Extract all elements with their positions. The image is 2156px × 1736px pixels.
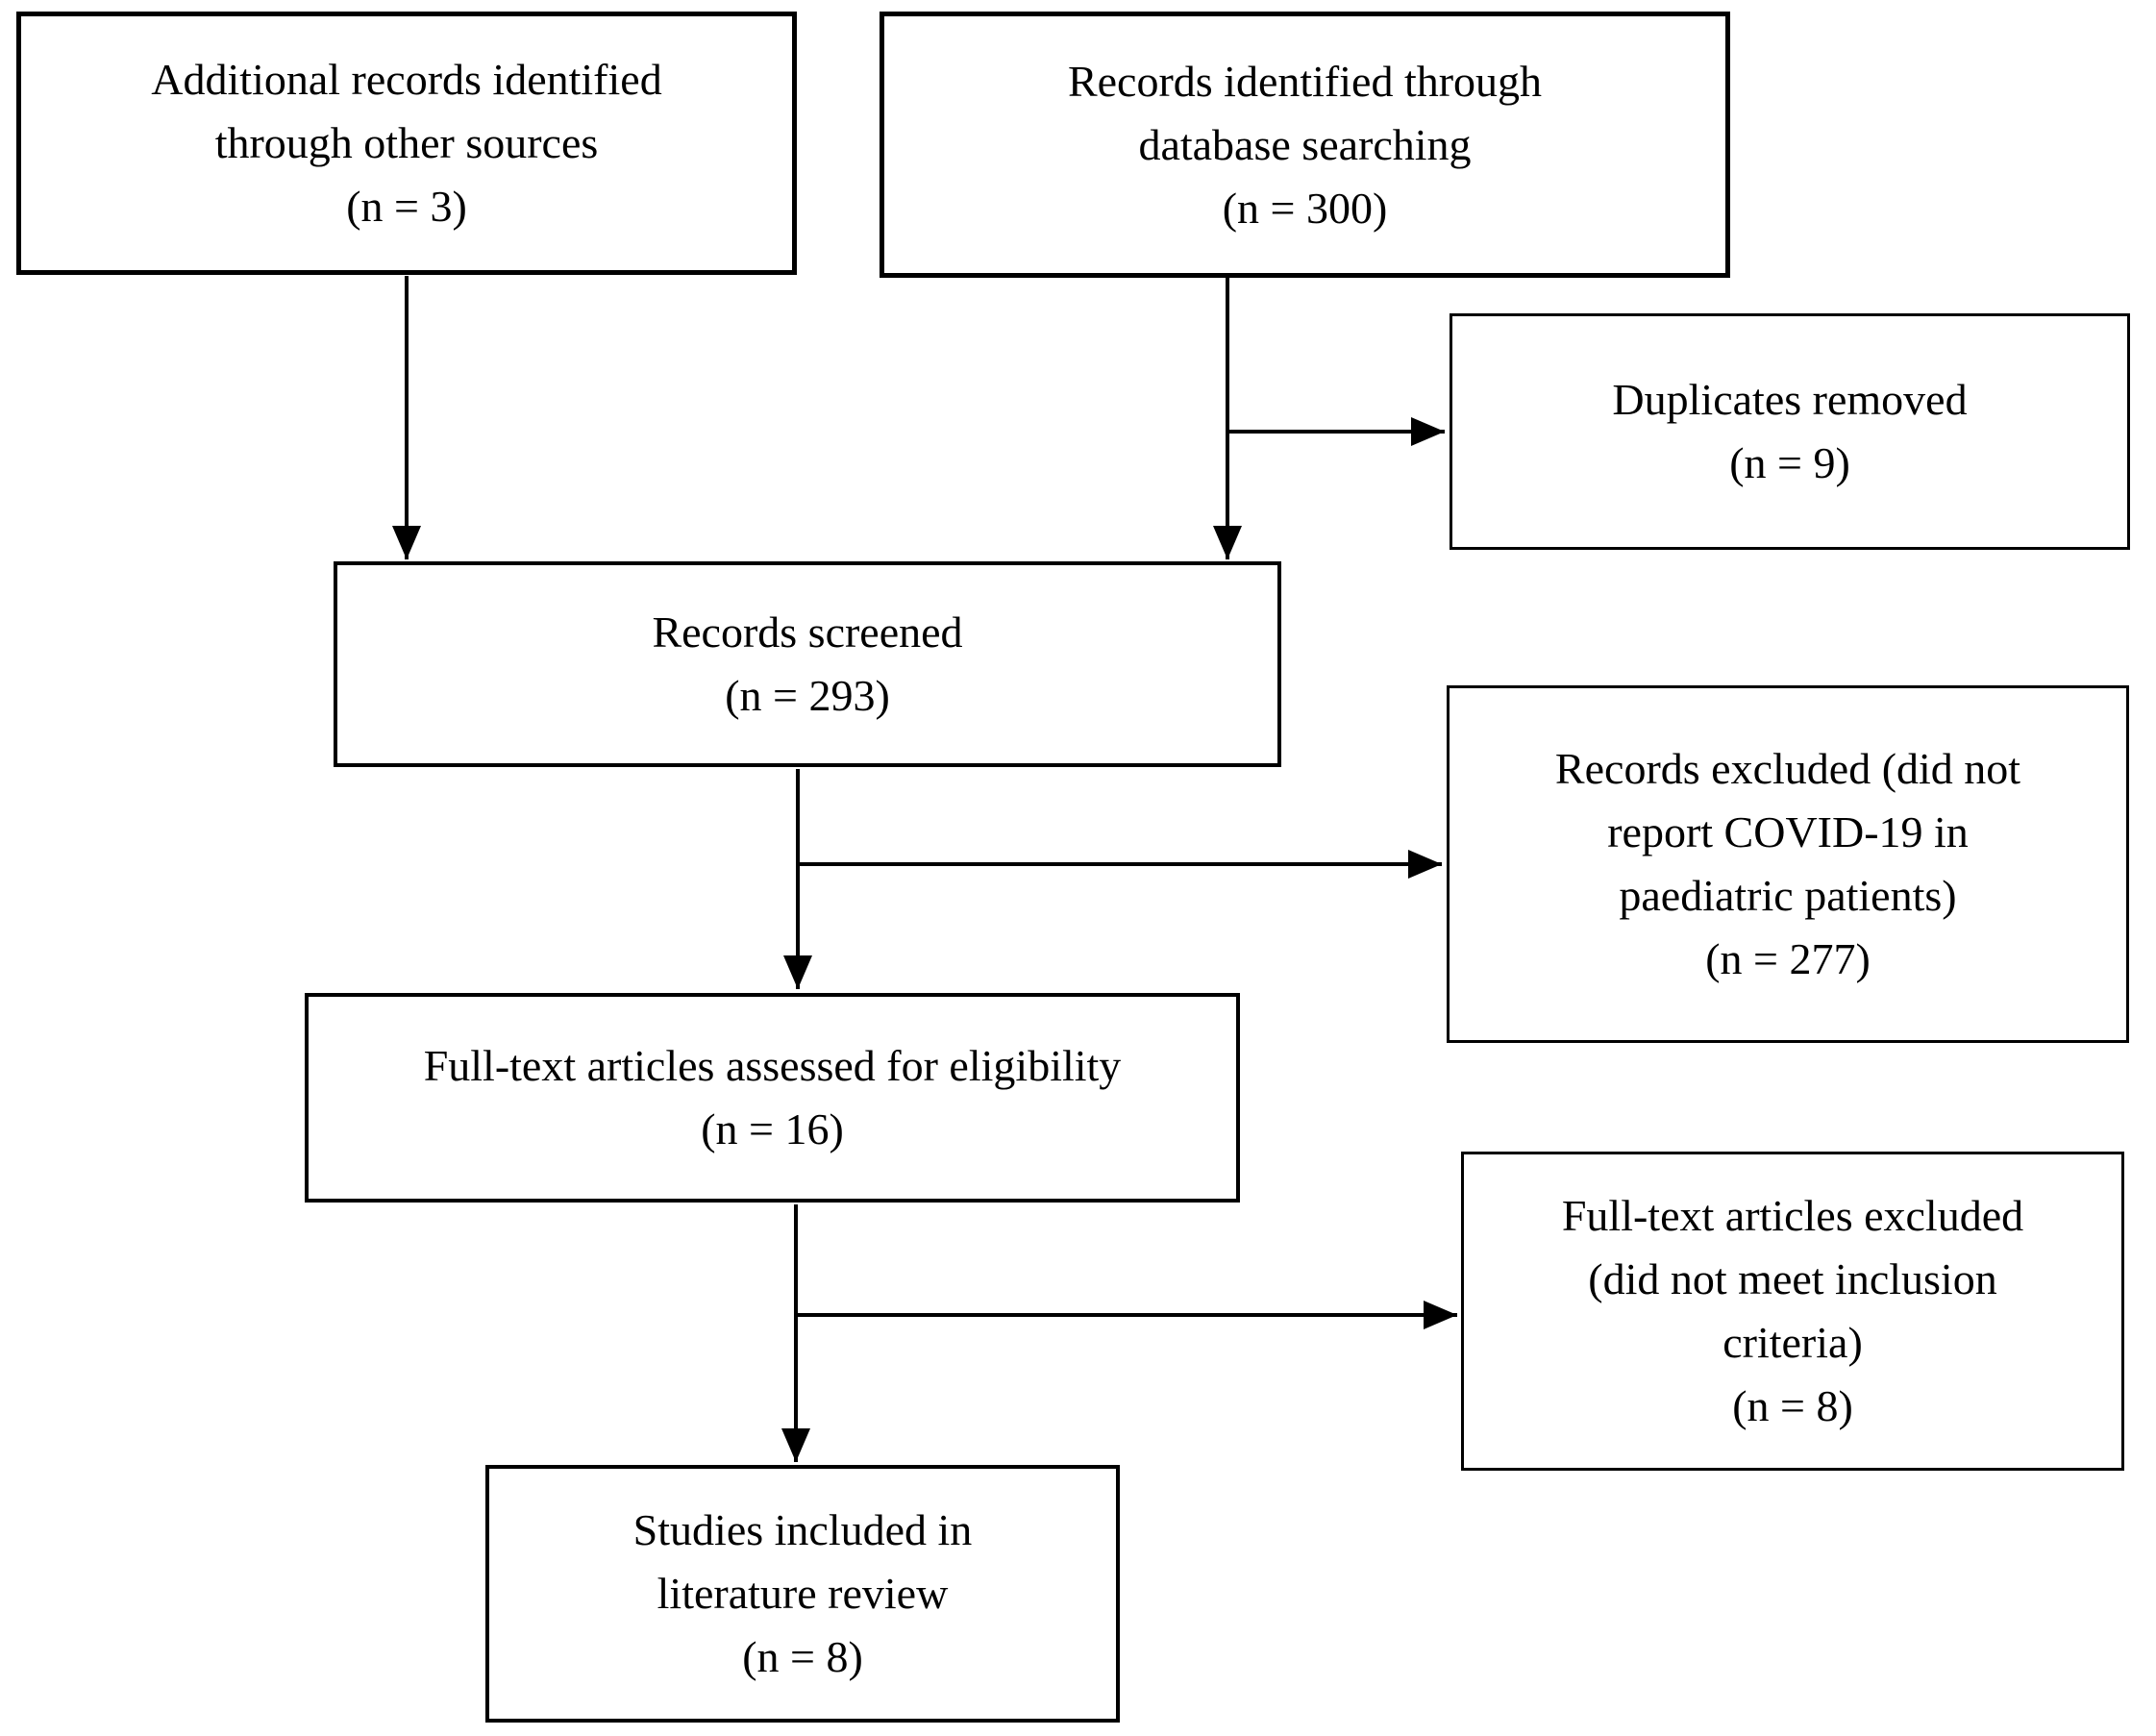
box-records-identified: Records identified through database sear… (880, 12, 1730, 278)
box-label-line: database searching (1138, 119, 1472, 169)
box-count-line: (n = 300) (1222, 183, 1388, 233)
box-label-line: Records screened (652, 608, 963, 657)
box-label-line: Full-text articles excluded (1561, 1191, 2024, 1240)
box-records-screened: Records screened (n = 293) (334, 561, 1281, 767)
box-label-line: criteria) (1722, 1318, 1863, 1367)
box-fulltext-assessed: Full-text articles assessed for eligibil… (305, 993, 1240, 1203)
box-label-line: Records identified through (1067, 56, 1543, 106)
box-label-line: Additional records identified (151, 55, 662, 104)
box-count-line: (n = 8) (742, 1632, 863, 1681)
box-count-line: (n = 16) (701, 1104, 844, 1153)
box-label-line: paediatric patients) (1619, 871, 1957, 920)
box-records-excluded: Records excluded (did not report COVID-1… (1447, 685, 2129, 1043)
box-count-line: (n = 293) (725, 671, 890, 720)
box-studies-included: Studies included in literature review (n… (485, 1465, 1120, 1723)
box-count-line: (n = 3) (346, 182, 467, 231)
box-label-line: Records excluded (did not (1554, 744, 2021, 793)
box-duplicates-removed: Duplicates removed (n = 9) (1450, 313, 2130, 550)
box-label-line: (did not meet inclusion (1588, 1254, 1997, 1303)
box-label-line: Duplicates removed (1612, 375, 1968, 424)
box-label-line: report COVID-19 in (1607, 807, 1969, 856)
box-label-line: Full-text articles assessed for eligibil… (423, 1041, 1122, 1090)
box-count-line: (n = 8) (1732, 1381, 1853, 1430)
box-label-line: Studies included in (632, 1505, 973, 1554)
box-fulltext-excluded: Full-text articles excluded (did not mee… (1461, 1152, 2124, 1471)
box-additional-records: Additional records identified through ot… (16, 12, 797, 275)
box-count-line: (n = 9) (1729, 438, 1850, 487)
box-label-line: literature review (657, 1569, 949, 1618)
box-label-line: through other sources (214, 118, 599, 167)
box-count-line: (n = 277) (1705, 934, 1871, 983)
